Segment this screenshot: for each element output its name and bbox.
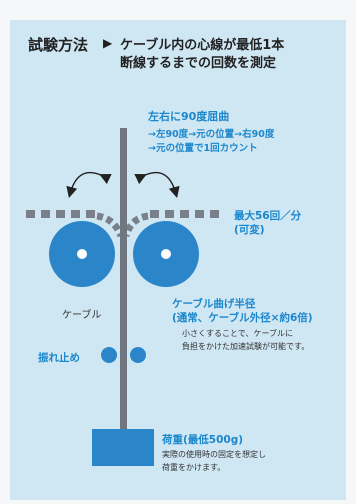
right-roller xyxy=(133,221,199,287)
radius-heading-1: ケーブル曲げ半径 xyxy=(172,298,256,310)
load-weight xyxy=(92,429,154,466)
radius-heading-2: (通常、ケーブル外径×約6倍) xyxy=(172,312,313,324)
bend-step-1: →左90度→元の位置→右90度 xyxy=(148,129,275,140)
speed-line-1: 最大56回／分 xyxy=(234,210,302,222)
left-bend-arrow xyxy=(66,171,112,199)
title-arrow-icon: ▶ xyxy=(103,36,113,50)
left-roller xyxy=(49,221,115,287)
title-label: 試験方法 xyxy=(28,36,89,54)
load-note-1: 実際の使用時の固定を想定し xyxy=(162,450,266,459)
left-swing-stopper xyxy=(101,347,117,363)
radius-note-2: 負担をかけた加速試験が可能です。 xyxy=(182,342,310,351)
title-line-2: 断線するまでの回数を測定 xyxy=(120,56,277,71)
load-note-2: 荷重をかけます。 xyxy=(162,463,226,472)
bend-heading: 左右に90度屈曲 xyxy=(148,110,230,123)
right-swing-stopper xyxy=(130,347,146,363)
radius-note-1: 小さくすることで、ケーブルに xyxy=(182,329,293,338)
cable-label: ケーブル xyxy=(62,310,102,321)
left-bend-arc xyxy=(96,212,125,238)
speed-line-2: (可変) xyxy=(234,224,265,236)
bend-step-2: →元の位置で1回カウント xyxy=(148,143,258,154)
dashed-guide-line xyxy=(26,210,219,218)
swing-stopper-label: 振れ止め xyxy=(38,352,80,364)
title-line-1: ケーブル内の心線が最低1本 xyxy=(120,38,285,53)
right-bend-arc xyxy=(122,212,149,238)
right-bend-arrow xyxy=(134,171,180,199)
cable xyxy=(120,128,127,460)
load-heading: 荷重(最低500g) xyxy=(162,434,244,446)
